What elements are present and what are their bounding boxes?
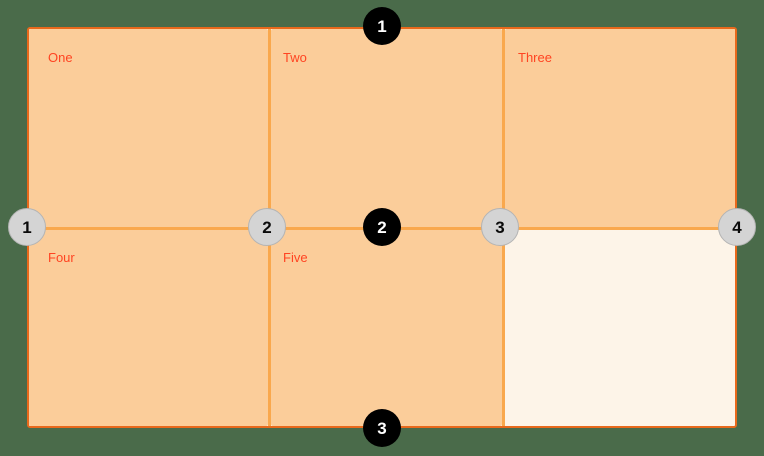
grid-area-three[interactable] [505, 29, 735, 227]
grid-row-line-badge-2[interactable]: 2 [363, 208, 401, 246]
grid-area-one[interactable] [29, 29, 268, 227]
grid-area-two[interactable] [271, 29, 502, 227]
grid-area-five[interactable] [271, 230, 502, 426]
grid-column-line-badge-2[interactable]: 2 [248, 208, 286, 246]
grid-column-line-badge-3[interactable]: 3 [481, 208, 519, 246]
grid-area-four[interactable] [29, 230, 268, 426]
grid-row-line-badge-1[interactable]: 1 [363, 7, 401, 45]
grid-column-line-badge-1[interactable]: 1 [8, 208, 46, 246]
grid-area-empty-cell[interactable] [505, 230, 735, 426]
grid-row-line-badge-3[interactable]: 3 [363, 409, 401, 447]
grid-column-line-badge-4[interactable]: 4 [718, 208, 756, 246]
